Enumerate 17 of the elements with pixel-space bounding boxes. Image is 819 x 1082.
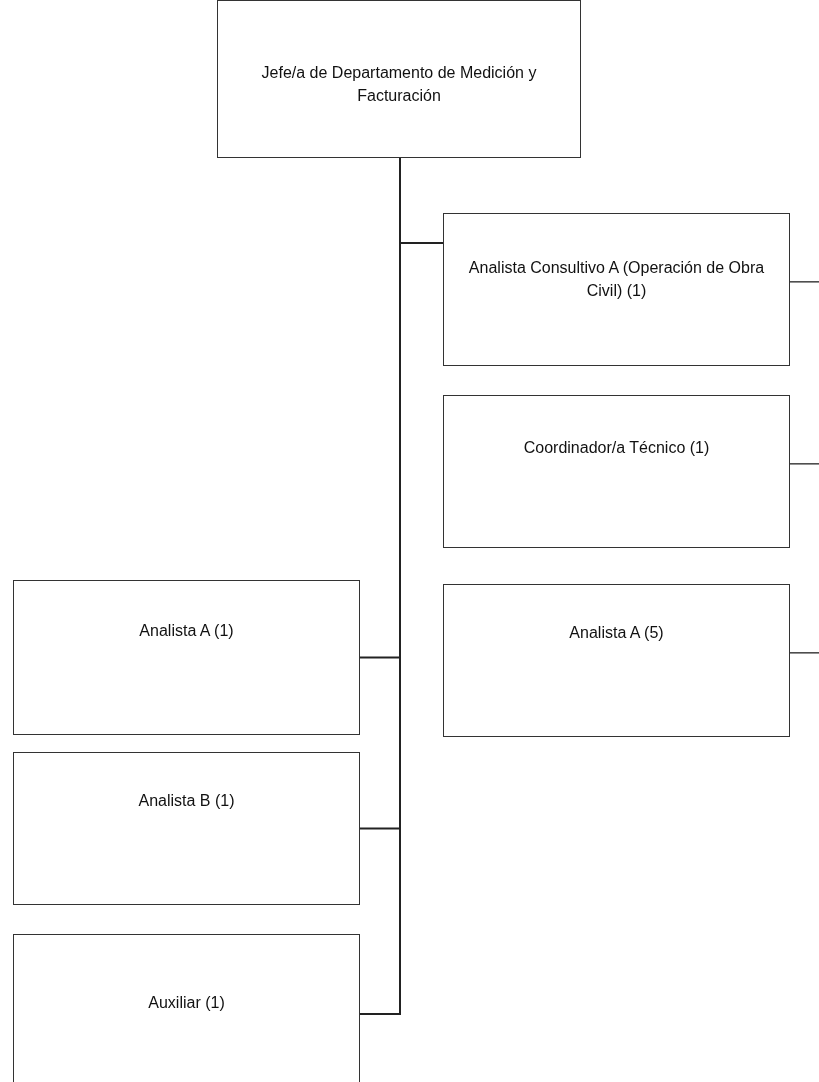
role-label: Coordinador/a Técnico (1) [522, 438, 711, 458]
role-label: Analista A (5) [568, 623, 665, 643]
org-box [443, 213, 790, 366]
role-label: Analista A (1) [138, 621, 235, 641]
org-box [217, 0, 581, 158]
role-label: Jefe/a de Departamento de Medición y Facturación [260, 63, 538, 107]
org-box [13, 580, 360, 735]
org-box [443, 584, 790, 737]
role-label: Analista Consultivo A (Operación de Obra Civil) (1) [467, 258, 766, 302]
stub-line [789, 463, 819, 465]
stub-line [789, 652, 819, 654]
role-label: Auxiliar (1) [147, 993, 226, 1013]
org-box [443, 395, 790, 548]
stub-line [789, 281, 819, 283]
org-box [13, 934, 360, 1082]
role-label: Analista B (1) [137, 791, 236, 811]
org-box [13, 752, 360, 905]
